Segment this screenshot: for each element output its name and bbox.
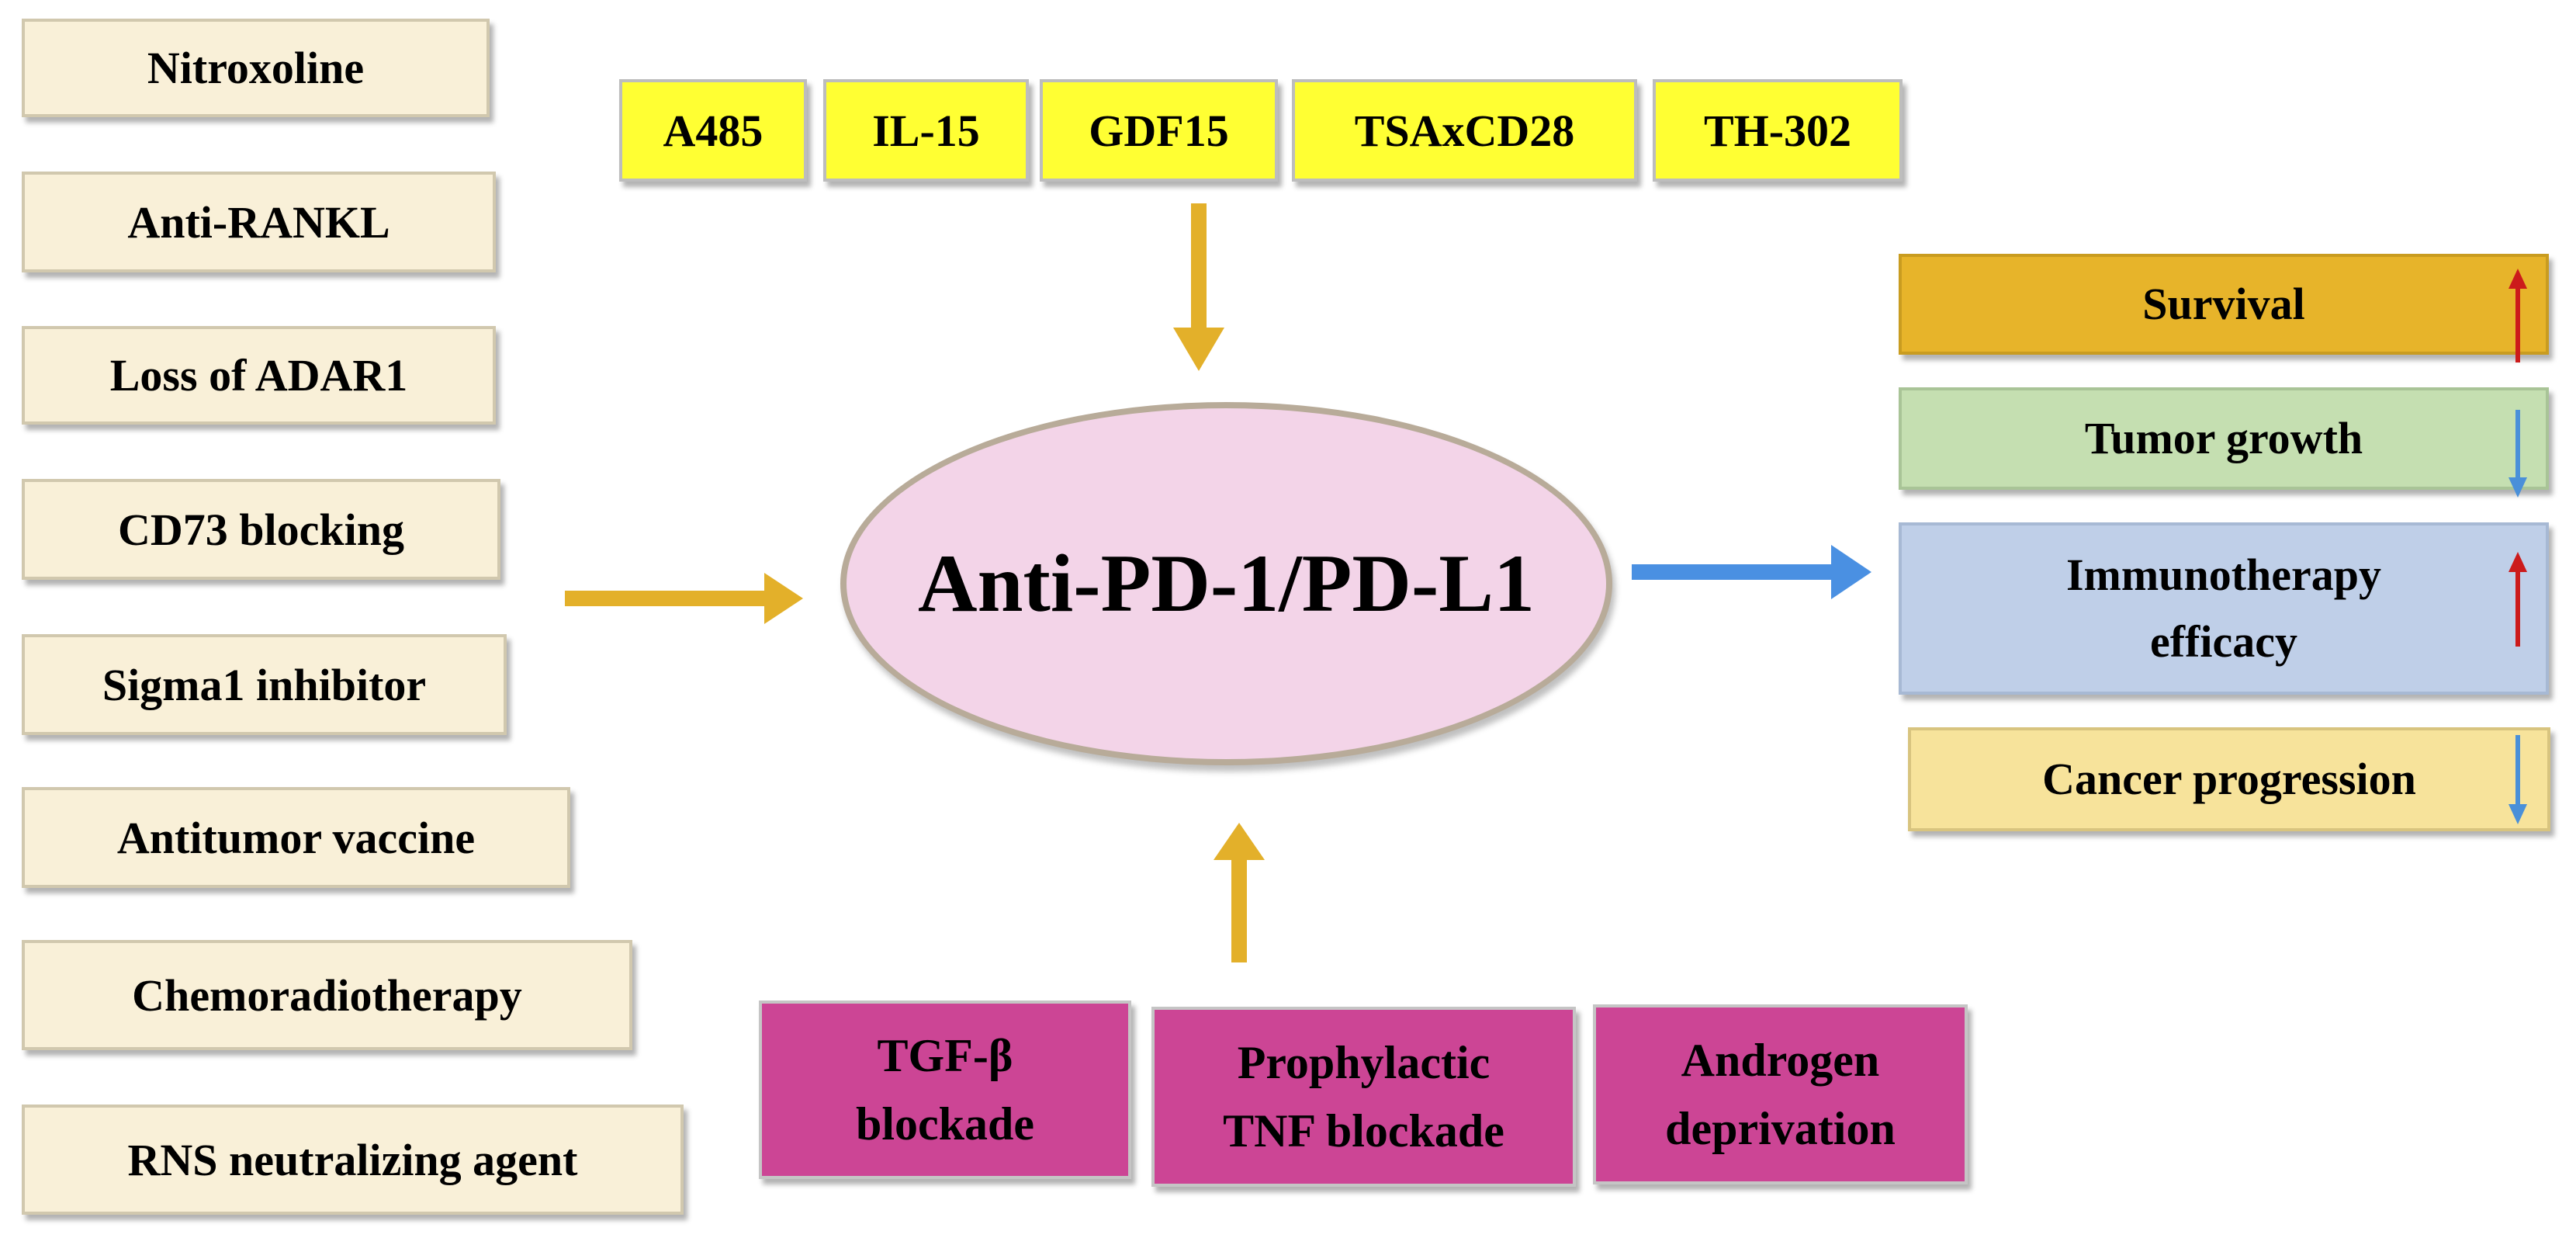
arrow-from-bottom-icon	[1214, 823, 1265, 962]
arrow-up-icon	[2508, 269, 2527, 362]
input-label-line-2: blockade	[855, 1098, 1035, 1150]
input-box-sigma1-inhibitor: Sigma1 inhibitor	[22, 634, 507, 735]
input-box-androgen-deprivation: Androgen deprivation	[1593, 1004, 1968, 1184]
input-label: Sigma1 inhibitor	[102, 659, 427, 710]
arrow-down-icon	[2508, 410, 2527, 498]
input-box-a485: A485	[619, 79, 807, 182]
input-box-tgf-beta-blockade: TGF-β blockade	[759, 1001, 1131, 1179]
outcome-box-cancer-progression: Cancer progression	[1908, 727, 2550, 831]
input-label-line-1: Prophylactic	[1237, 1037, 1491, 1088]
input-label: A485	[663, 105, 763, 156]
input-box-prophylactic-tnf-blockade: Prophylactic TNF blockade	[1151, 1007, 1576, 1187]
input-box-antitumor-vaccine: Antitumor vaccine	[22, 787, 570, 888]
arrow-up-icon	[2508, 552, 2527, 647]
input-box-rns-neutralizing-agent: RNS neutralizing agent	[22, 1105, 684, 1215]
outcome-box-tumor-growth: Tumor growth	[1899, 387, 2549, 490]
center-ellipse: Anti-PD-1/PD-L1	[840, 402, 1612, 765]
input-box-cd73-blocking: CD73 blocking	[22, 479, 500, 580]
arrow-right-icon	[1632, 545, 1871, 599]
outcome-label-line-1: Survival	[2142, 279, 2305, 329]
outcome-label-line-2: efficacy	[2150, 616, 2297, 667]
outcome-box-survival: Survival	[1899, 254, 2549, 355]
input-label-line-2: TNF blockade	[1223, 1105, 1504, 1157]
input-label: IL-15	[872, 105, 980, 156]
input-box-tsaxcd28: TSAxCD28	[1292, 79, 1637, 182]
input-label: Loss of ADAR1	[109, 350, 408, 401]
input-label: CD73 blocking	[117, 504, 404, 555]
input-label: GDF15	[1089, 105, 1229, 156]
outcome-box-immunotherapy-efficacy: Immunotherapy efficacy	[1899, 522, 2549, 695]
input-label-line-1: Androgen	[1681, 1035, 1880, 1086]
input-box-loss-of-adar1: Loss of ADAR1	[22, 326, 496, 425]
arrow-from-left-icon	[565, 573, 803, 624]
input-box-il-15: IL-15	[823, 79, 1029, 182]
input-box-gdf15: GDF15	[1040, 79, 1278, 182]
input-label: TSAxCD28	[1354, 105, 1575, 156]
input-label: RNS neutralizing agent	[127, 1134, 578, 1185]
center-label: Anti-PD-1/PD-L1	[918, 538, 1535, 629]
input-label-line-2: deprivation	[1665, 1103, 1896, 1154]
outcome-label-line-1: Immunotherapy	[2065, 550, 2382, 600]
outcome-label-line-1: Cancer progression	[2042, 754, 2416, 804]
input-box-chemoradiotherapy: Chemoradiotherapy	[22, 940, 632, 1050]
input-label-line-1: TGF-β	[877, 1030, 1013, 1081]
arrow-down-icon	[2508, 735, 2527, 824]
input-box-nitroxoline: Nitroxoline	[22, 19, 490, 117]
input-label: Chemoradiotherapy	[132, 969, 522, 1021]
arrow-from-top-icon	[1173, 203, 1224, 371]
input-label: Nitroxoline	[147, 43, 365, 93]
input-box-anti-rankl: Anti-RANKL	[22, 172, 496, 272]
outcome-label-line-1: Tumor growth	[2084, 413, 2363, 463]
input-label: Antitumor vaccine	[116, 812, 476, 863]
input-box-th-302: TH-302	[1653, 79, 1903, 182]
input-label: TH-302	[1703, 105, 1852, 156]
input-label: Anti-RANKL	[127, 196, 390, 248]
